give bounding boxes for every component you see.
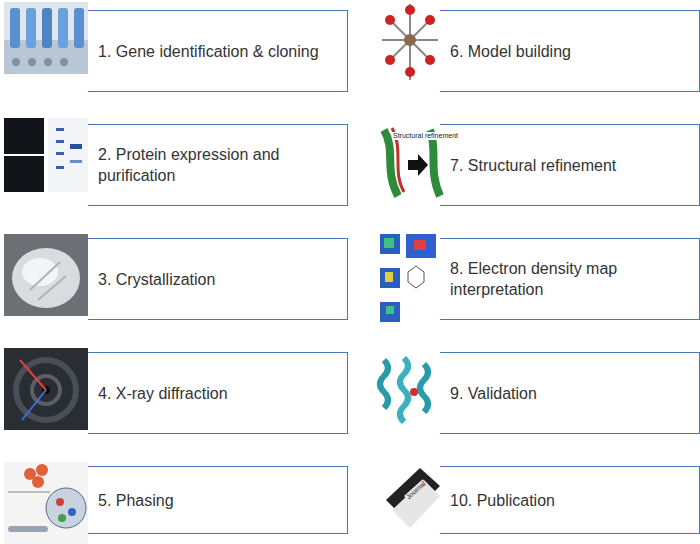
step-label: 5. Phasing — [98, 490, 174, 511]
journal-picture — [386, 468, 440, 528]
step-label: 1. Gene identification & cloning — [98, 41, 319, 62]
step-label: 8. Electron density map interpretation — [450, 258, 691, 300]
step-box: 10. Publication — [440, 466, 700, 534]
step-label: 2. Protein expression and purification — [98, 144, 339, 186]
step-label: 6. Model building — [450, 41, 571, 62]
step-label: 9. Validation — [450, 383, 537, 404]
step-box: 3. Crystallization — [88, 238, 348, 320]
step-label: 7. Structural refinement — [450, 155, 616, 176]
step-box: 4. X-ray diffraction — [88, 352, 348, 434]
phasing-picture — [4, 462, 88, 544]
step-label: 4. X-ray diffraction — [98, 383, 228, 404]
gel-picture — [4, 118, 88, 192]
step-label: 3. Crystallization — [98, 269, 215, 290]
protein-ribbon-picture — [380, 352, 440, 428]
step-box: 8. Electron density map interpretation — [440, 238, 700, 320]
density-map-picture — [380, 234, 436, 322]
picture-label: Structural refinement — [392, 132, 459, 140]
step-box: 7. Structural refinement — [440, 124, 700, 206]
tube-rack-picture — [4, 2, 88, 74]
crystal-vial-picture — [4, 234, 88, 316]
step-label: 10. Publication — [450, 490, 555, 511]
diffraction-picture — [4, 348, 88, 430]
molecule-model-picture — [382, 4, 438, 80]
step-box: 1. Gene identification & cloning — [88, 10, 348, 92]
step-box: 9. Validation — [440, 352, 700, 434]
step-box: 5. Phasing — [88, 466, 348, 534]
step-box: 2. Protein expression and purification — [88, 124, 348, 206]
step-box: 6. Model building — [440, 10, 700, 92]
